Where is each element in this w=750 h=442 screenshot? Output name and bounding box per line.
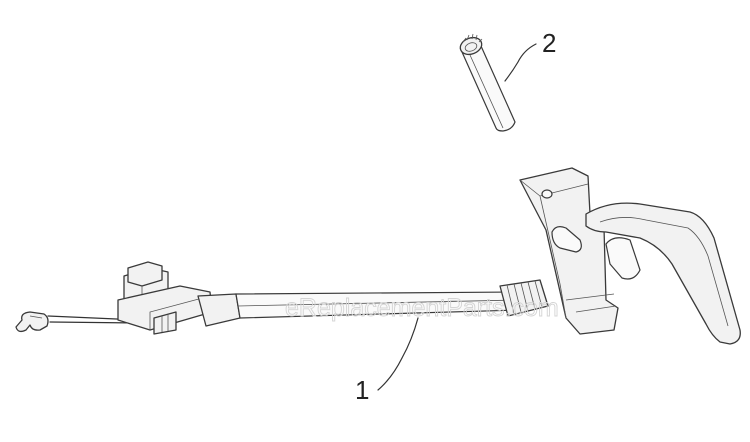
- watermark-text: eReplacementParts.com: [285, 294, 559, 322]
- callout-2: 2: [504, 28, 556, 82]
- part-2-pin: [459, 33, 516, 132]
- callout-number-1: 1: [355, 375, 369, 405]
- callout-1: 1: [355, 317, 419, 405]
- part-1-cable-assembly: [15, 167, 741, 345]
- callout-number-2: 2: [542, 28, 556, 58]
